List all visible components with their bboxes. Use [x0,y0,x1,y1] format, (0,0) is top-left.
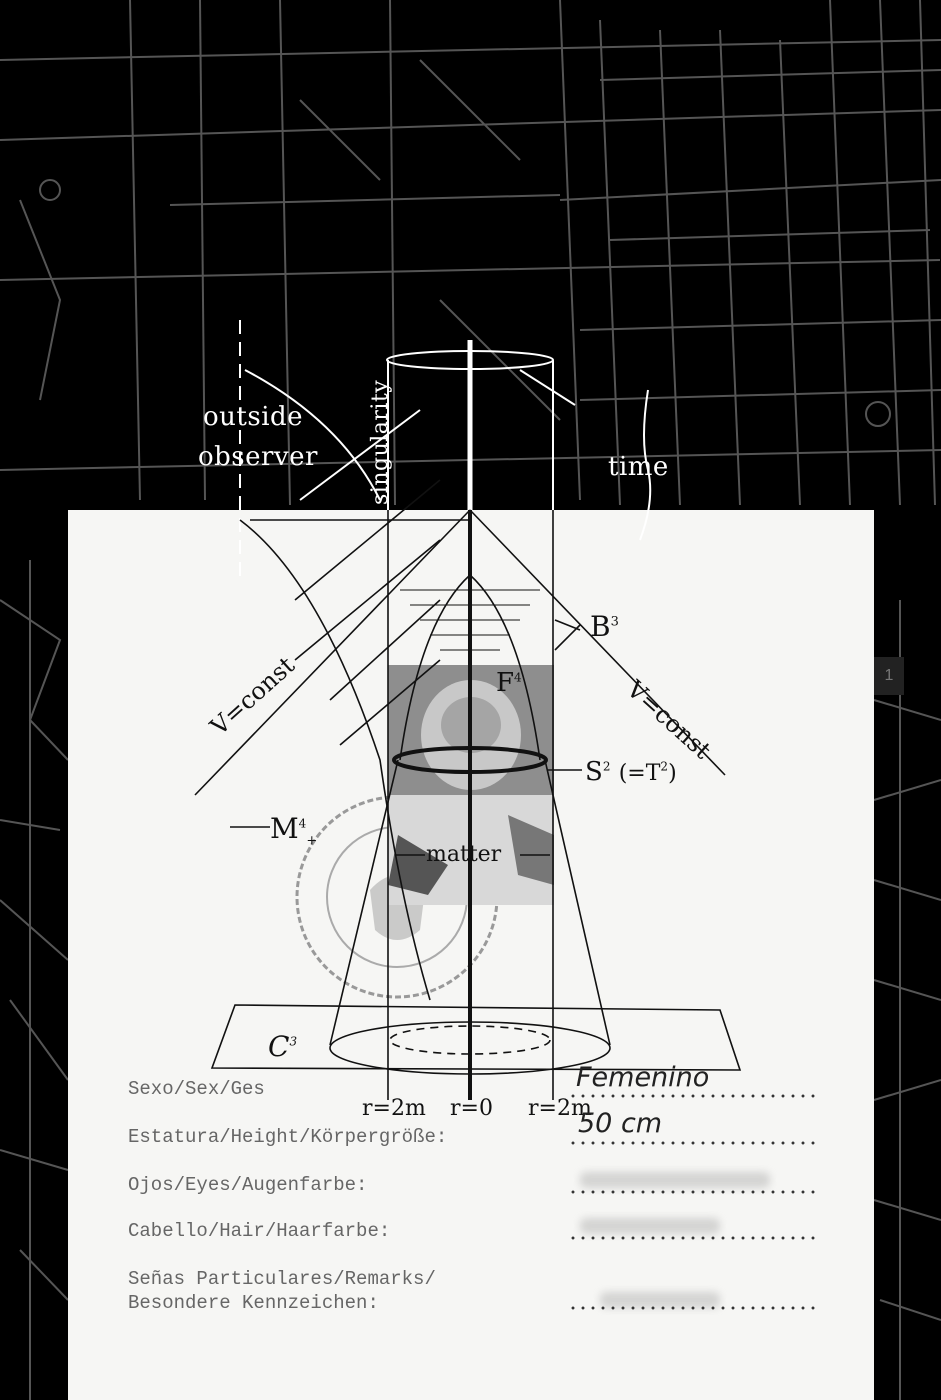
height-dotted-line [568,1141,818,1145]
r-center-label: r=0 [450,1096,493,1121]
height-value: 50 cm [578,1108,663,1139]
eyes-redacted-value [580,1172,770,1188]
m4-label: M4+ [270,812,318,849]
r-left-label: r=2m [362,1096,426,1121]
remarks-label-line2: Besondere Kennzeichen: [128,1292,379,1314]
f4-label: F4 [496,668,522,698]
s2-label: S2 (=T2) [585,757,677,787]
sex-label: Sexo/Sex/Ges [128,1078,265,1100]
eyes-label: Ojos/Eyes/Augenfarbe: [128,1174,368,1196]
hair-dotted-line [568,1236,818,1240]
sex-dotted-line [568,1094,818,1098]
remarks-redacted-value [600,1292,720,1308]
height-label: Estatura/Height/Körpergröße: [128,1126,448,1148]
page-number-tag: 1 [874,657,904,695]
remarks-label-line1: Señas Particulares/Remarks/ [128,1268,436,1290]
time-label: time [608,452,669,482]
b3-label: B3 [590,610,619,643]
observer-label: observer [198,442,318,472]
hair-redacted-value [580,1218,720,1234]
eyes-dotted-line [568,1190,818,1194]
matter-label: matter [426,842,502,867]
outside-label: outside [203,402,304,432]
sex-value: Femenino [576,1062,710,1093]
singularity-label: singularity [368,379,393,505]
remarks-dotted-line [568,1306,818,1310]
r-right-label: r=2m [528,1096,592,1121]
hair-label: Cabello/Hair/Haarfarbe: [128,1220,391,1242]
c3-label: C3 [268,1030,298,1063]
